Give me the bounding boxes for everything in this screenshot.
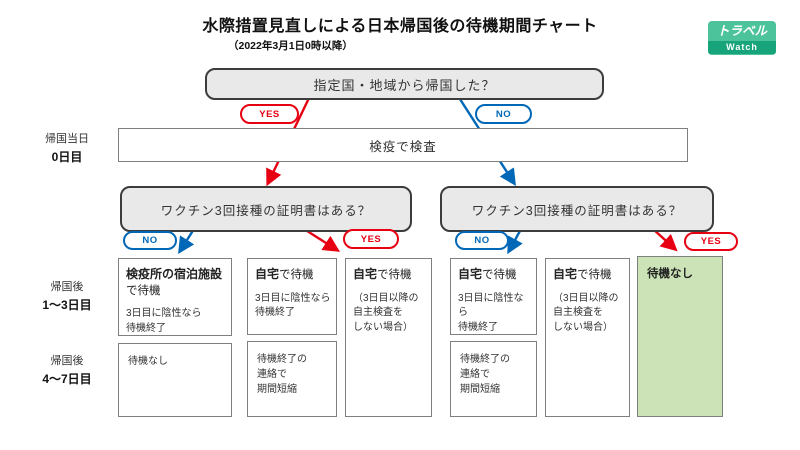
timeline-day4-7-line2: 4～7日目	[42, 372, 92, 386]
node-home-day4-7-left: 待機終了の 連絡で 期間短縮	[247, 341, 337, 417]
home-wait-notest-left-title: 自宅で待機	[353, 267, 412, 281]
home-wait-notest-left-note: （3日目以降の 自主検査を しない場合）	[353, 292, 419, 333]
node-home-wait-notest-right: 自宅で待機 （3日目以降の 自主検査を しない場合）	[545, 258, 630, 417]
timeline-day1-3-line2: 1～3日目	[42, 298, 92, 312]
branch-yes-2: YES	[343, 229, 399, 249]
timeline-day4-7: 帰国後 4～7日目	[12, 352, 122, 387]
travel-watch-logo: トラベル Watch	[708, 21, 776, 55]
page-subtitle: （2022年3月1日0時以降）	[228, 40, 353, 52]
timeline-day4-7-line1: 帰国後	[50, 355, 84, 367]
arrow-no-to-home-right	[507, 228, 523, 255]
home-wait-test-right-note: 3日目に陰性なら 待機終了	[458, 292, 524, 333]
node-question-vaccine-right: ワクチン3回接種の証明書はある？	[440, 186, 714, 232]
node-home-wait-test-right: 自宅で待機 3日目に陰性なら 待機終了	[450, 258, 537, 335]
node-quarantine-test: 検疫で検査	[118, 128, 688, 162]
home-wait-notest-right-title: 自宅で待機	[553, 267, 612, 281]
branch-no-1: NO	[475, 104, 532, 124]
branch-no-3: NO	[455, 231, 509, 250]
node-home-wait-test-left: 自宅で待機 3日目に陰性なら 待機終了	[247, 258, 337, 335]
branch-no-2: NO	[123, 231, 177, 250]
logo-text-travel: トラベル	[716, 24, 767, 38]
home-wait-notest-right-note: （3日目以降の 自主検査を しない場合）	[553, 292, 619, 333]
arrow-yes-to-home-left	[303, 227, 341, 252]
node-no-wait: 待機なし	[637, 256, 723, 417]
node-question-designated-country: 指定国・地域から帰国した？	[205, 68, 604, 100]
node-home-wait-notest-left: 自宅で待機 （3日目以降の 自主検査を しない場合）	[345, 258, 432, 417]
logo-text-watch: Watch	[708, 41, 776, 54]
facility-wait-title: 検疫所の宿泊施設で待機	[126, 267, 223, 297]
timeline-day0: 帰国当日 0日目	[12, 130, 122, 165]
node-home-day4-7-right: 待機終了の 連絡で 期間短縮	[450, 341, 537, 417]
branch-yes-3: YES	[684, 232, 738, 251]
branch-yes-1: YES	[240, 104, 299, 124]
node-facility-wait: 検疫所の宿泊施設で待機 3日目に陰性なら 待機終了	[118, 258, 232, 336]
arrow-no-to-facility	[178, 228, 196, 255]
page-title: 水際措置見直しによる日本帰国後の待機期間チャート	[202, 18, 598, 35]
arrow-yes-to-no-wait	[652, 228, 678, 252]
timeline-day0-line1: 帰国当日	[45, 133, 89, 145]
timeline-day1-3-line1: 帰国後	[50, 281, 84, 293]
timeline-day0-line2: 0日目	[51, 150, 83, 164]
timeline-day1-3: 帰国後 1～3日目	[12, 278, 122, 313]
node-facility-day4-7: 待機なし	[118, 343, 232, 417]
node-question-vaccine-left: ワクチン3回接種の証明書はある？	[120, 186, 412, 232]
home-wait-test-left-note: 3日目に陰性なら 待機終了	[255, 292, 331, 319]
home-wait-test-right-title: 自宅で待機	[458, 267, 517, 281]
facility-wait-note: 3日目に陰性なら 待機終了	[126, 308, 202, 334]
home-wait-test-left-title: 自宅で待機	[255, 267, 314, 281]
